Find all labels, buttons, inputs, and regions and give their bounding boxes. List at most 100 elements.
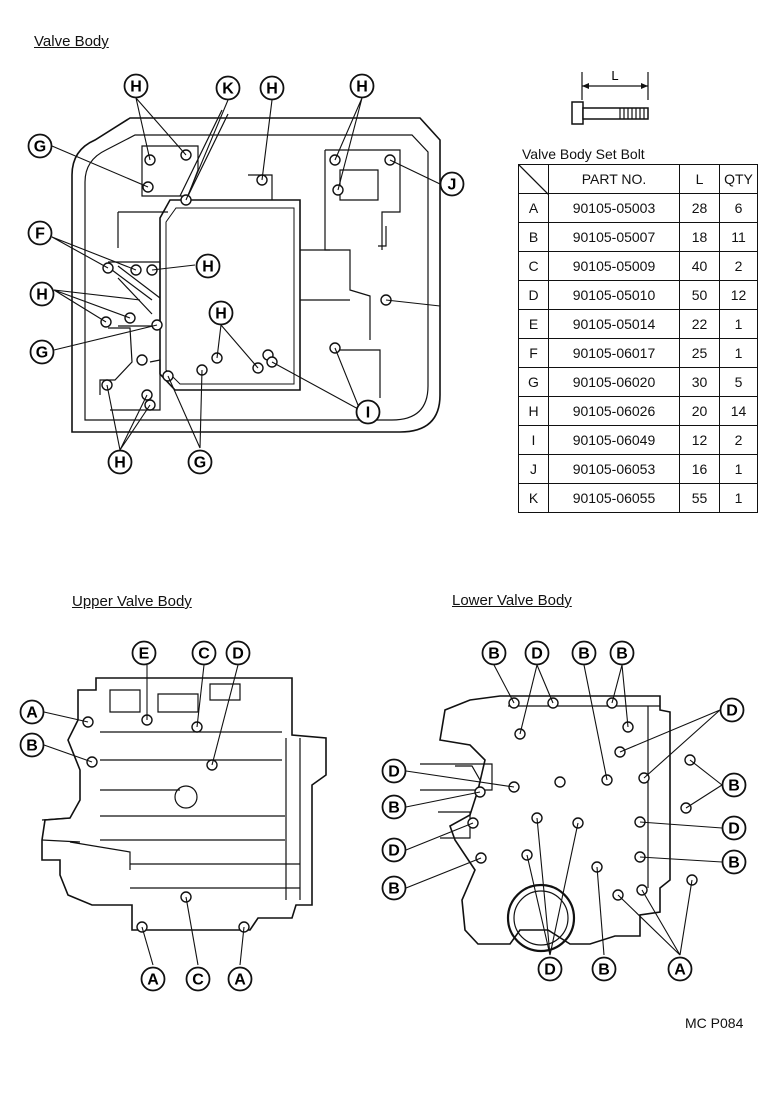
callout-circle — [355, 399, 381, 425]
bolt-key-cell: D — [518, 280, 549, 310]
part-number-cell: 90105-06020 — [548, 367, 680, 397]
callout-letter: A — [147, 972, 159, 989]
callout-valve-body-g: G — [29, 339, 55, 365]
callout-valve-body-h: H — [195, 253, 221, 279]
callout-circle — [259, 75, 285, 101]
callout-valve-body-f: F — [27, 220, 53, 246]
callout-circle — [381, 837, 407, 863]
part-number-cell: 90105-06017 — [548, 338, 680, 368]
quantity-cell: 6 — [719, 193, 758, 223]
callout-lower-b: B — [481, 640, 507, 666]
callout-circle — [667, 956, 693, 982]
callout-circle — [123, 73, 149, 99]
part-number-cell: 90105-05003 — [548, 193, 680, 223]
callout-letter: B — [488, 646, 500, 663]
callout-circle — [187, 449, 213, 475]
length-cell: 12 — [679, 425, 720, 455]
callout-valve-body-k: K — [215, 75, 241, 101]
callout-circle — [537, 956, 563, 982]
callout-letter: A — [234, 972, 246, 989]
callout-upper-e: E — [131, 640, 157, 666]
length-cell: 40 — [679, 251, 720, 281]
quantity-cell: 2 — [719, 251, 758, 281]
callout-letter: D — [726, 703, 738, 720]
callout-circle — [719, 697, 745, 723]
callout-circle — [191, 640, 217, 666]
callout-circle — [131, 640, 157, 666]
quantity-cell: 1 — [719, 454, 758, 484]
callout-circle — [571, 640, 597, 666]
callout-circle — [140, 966, 166, 992]
callout-valve-body-i: I — [355, 399, 381, 425]
callout-circle — [381, 794, 407, 820]
callout-valve-body-j: J — [439, 171, 465, 197]
callout-circle — [609, 640, 635, 666]
callout-valve-body-g: G — [187, 449, 213, 475]
callout-letter: C — [192, 972, 204, 989]
callout-lower-a: A — [667, 956, 693, 982]
callout-letter: B — [728, 778, 740, 795]
callout-circle — [19, 732, 45, 758]
callout-upper-a: A — [140, 966, 166, 992]
callout-lower-b: B — [571, 640, 597, 666]
callout-letter: K — [222, 81, 234, 98]
callout-circle — [19, 699, 45, 725]
callout-letter: G — [34, 139, 46, 156]
callout-upper-a: A — [19, 699, 45, 725]
callout-letter: B — [616, 646, 628, 663]
callout-circle — [721, 849, 747, 875]
callout-letter: G — [36, 345, 48, 362]
bolt-icon: L — [571, 68, 649, 125]
callout-lower-d: D — [381, 837, 407, 863]
callout-valve-body-h: H — [208, 300, 234, 326]
callout-letter: B — [388, 881, 400, 898]
callout-lower-d: D — [719, 697, 745, 723]
callout-letter: D — [388, 843, 400, 860]
callout-letter: D — [728, 821, 740, 838]
bolt-length-label: L — [611, 68, 618, 83]
callout-letter: H — [215, 306, 227, 323]
callout-letter: H — [130, 79, 142, 96]
length-cell: 20 — [679, 396, 720, 426]
callout-lower-b: B — [609, 640, 635, 666]
callout-lower-b: B — [381, 794, 407, 820]
quantity-cell: 1 — [719, 309, 758, 339]
callout-letter: B — [26, 738, 38, 755]
callout-valve-body-h: H — [29, 281, 55, 307]
callout-circle — [524, 640, 550, 666]
reference-code: MC P084 — [685, 1015, 744, 1031]
callout-valve-body-g: G — [27, 133, 53, 159]
callout-circle — [195, 253, 221, 279]
callout-upper-d: D — [225, 640, 251, 666]
callout-letter: D — [531, 646, 543, 663]
callout-circle — [349, 73, 375, 99]
callout-lower-d: D — [537, 956, 563, 982]
quantity-cell: 14 — [719, 396, 758, 426]
callout-letter: B — [388, 800, 400, 817]
callout-letter: C — [198, 646, 210, 663]
callout-circle — [29, 339, 55, 365]
callout-letter: E — [139, 646, 150, 663]
part-number-cell: 90105-06026 — [548, 396, 680, 426]
part-number-cell: 90105-05009 — [548, 251, 680, 281]
valve-body-title: Valve Body — [34, 33, 109, 50]
callout-circle — [215, 75, 241, 101]
callout-upper-a: A — [227, 966, 253, 992]
callout-letter: D — [232, 646, 244, 663]
callout-lower-b: B — [721, 772, 747, 798]
callout-letter: B — [598, 962, 610, 979]
quantity-cell: 2 — [719, 425, 758, 455]
callout-lower-d: D — [524, 640, 550, 666]
quantity-cell: 12 — [719, 280, 758, 310]
callout-circle — [27, 133, 53, 159]
callout-lower-b: B — [591, 956, 617, 982]
table-corner-cell — [518, 164, 549, 195]
